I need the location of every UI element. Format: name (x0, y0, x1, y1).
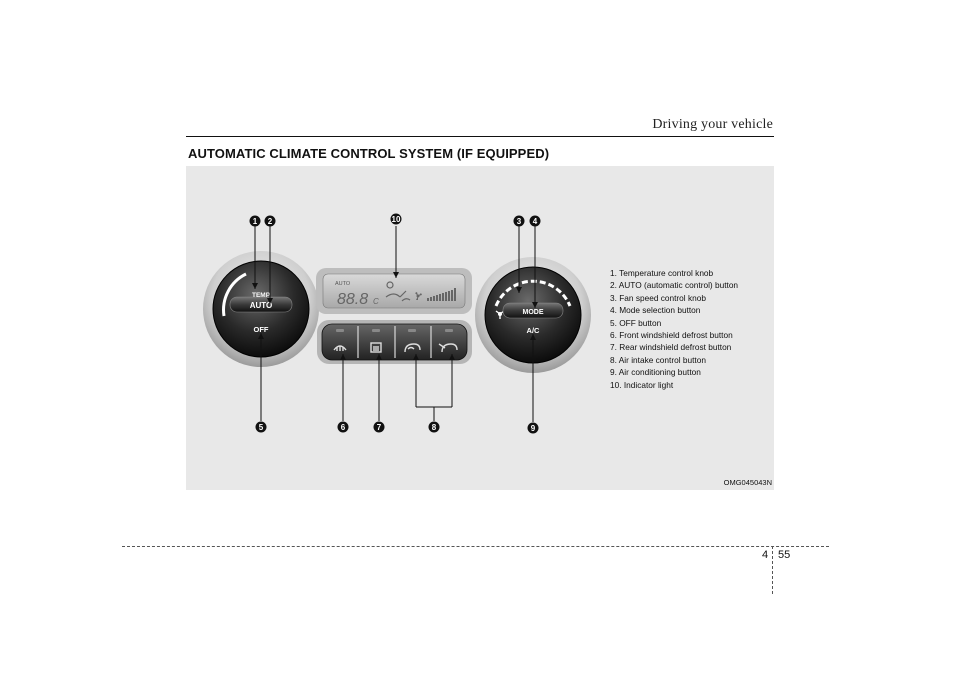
callout-1: 1 (249, 215, 261, 227)
display-unit: C (373, 297, 379, 306)
svg-text:4: 4 (533, 217, 538, 226)
display-temperature: 88.8 (337, 291, 368, 308)
callout-7: 7 (373, 421, 385, 433)
figure-legend: 1. Temperature control knob 2. AUTO (aut… (610, 267, 738, 391)
callout-6: 6 (337, 421, 349, 433)
callout-3: 3 (513, 215, 525, 227)
climate-panel-illustration: AUTO TEMP OFF MODE A/C AUTO 88.8 C (203, 213, 591, 434)
legend-item: 3. Fan speed control knob (610, 292, 706, 303)
footer-rule (122, 546, 829, 547)
callout-5: 5 (255, 421, 267, 433)
callout-4: 4 (529, 215, 541, 227)
fan-speed-knob: MODE A/C (475, 257, 591, 373)
leader-lines (254, 226, 536, 422)
button-strip (317, 320, 472, 364)
callout-2: 2 (264, 215, 276, 227)
legend-item: 7. Rear windshield defrost button (610, 342, 732, 353)
mode-label: MODE (523, 309, 544, 316)
svg-text:2: 2 (268, 217, 273, 226)
airflow-icon (385, 281, 411, 302)
legend-item: 9. Air conditioning button (610, 367, 701, 378)
svg-text:6: 6 (341, 423, 346, 432)
legend-item: 1. Temperature control knob (610, 268, 714, 278)
rear-defrost-icon (370, 342, 382, 353)
svg-text:1: 1 (253, 217, 258, 226)
svg-text:10: 10 (392, 215, 401, 224)
figure-code: OMG045043N (723, 478, 772, 487)
running-header: Driving your vehicle (652, 117, 773, 132)
callout-9: 9 (527, 422, 539, 434)
section-title: AUTOMATIC CLIMATE CONTROL SYSTEM (IF EQU… (188, 146, 550, 161)
ac-label: A/C (527, 326, 541, 335)
fan-level-bars (427, 288, 456, 301)
leader-arrowheads (252, 272, 538, 360)
svg-text:5: 5 (259, 423, 264, 432)
svg-text:7: 7 (377, 423, 382, 432)
recirculation-icon (404, 343, 421, 353)
svg-text:3: 3 (517, 217, 522, 226)
display-fan-icon (415, 292, 422, 300)
legend-item: 2. AUTO (automatic control) button (610, 280, 739, 291)
callout-10: 10 (390, 213, 402, 225)
legend-item: 10. Indicator light (610, 379, 674, 390)
chapter-number: 4 (762, 549, 769, 561)
temperature-knob: AUTO TEMP OFF (203, 251, 319, 367)
front-defrost-icon (333, 345, 347, 351)
off-label: OFF (254, 325, 269, 334)
indicator-display: AUTO 88.8 C (316, 268, 472, 314)
temp-label: TEMP (252, 292, 271, 299)
legend-item: 6. Front windshield defrost button (610, 330, 733, 341)
svg-text:9: 9 (531, 424, 536, 433)
climate-control-figure: AUTO TEMP OFF MODE A/C AUTO 88.8 C (186, 166, 774, 490)
svg-text:8: 8 (432, 423, 437, 432)
legend-item: 4. Mode selection button (610, 305, 701, 316)
page-number: 55 (778, 549, 791, 561)
legend-item: 5. OFF button (610, 317, 662, 328)
fresh-air-icon (438, 343, 458, 353)
footer-divider (772, 546, 773, 594)
callout-8: 8 (428, 421, 440, 433)
auto-label: AUTO (250, 301, 273, 310)
legend-item: 8. Air intake control button (610, 354, 706, 365)
display-auto-text: AUTO (335, 281, 351, 287)
header-rule (186, 136, 774, 137)
